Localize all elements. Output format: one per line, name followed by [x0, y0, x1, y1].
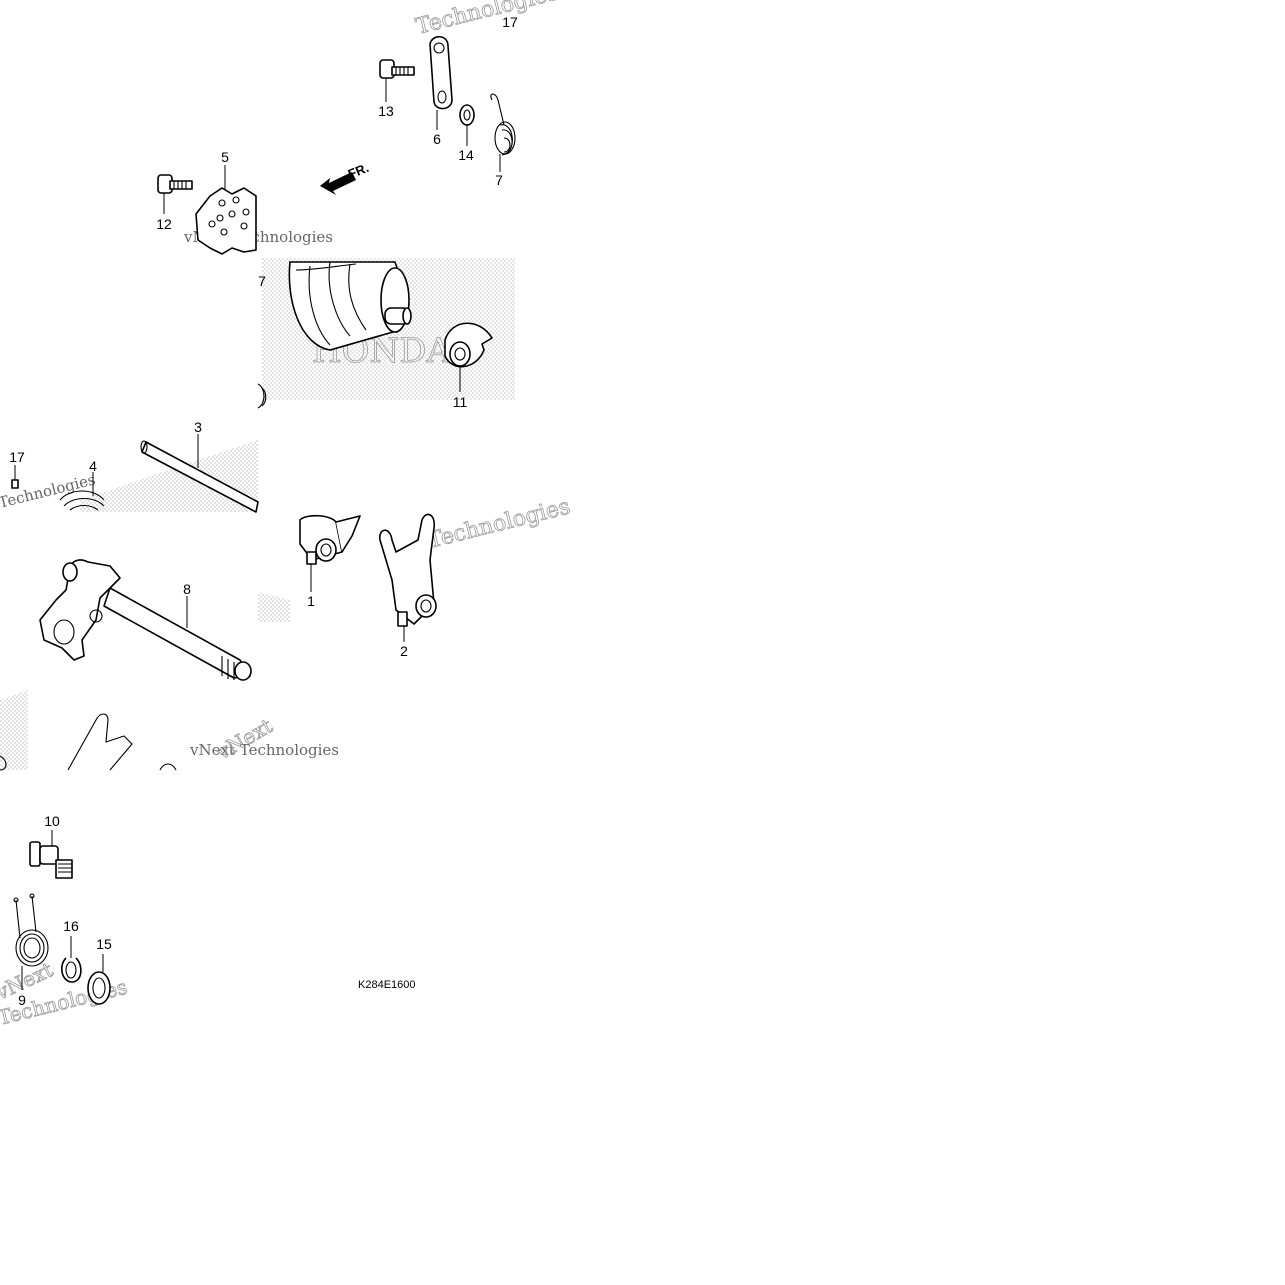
- part-11-plate: [444, 322, 493, 392]
- shift-drum: [288, 261, 412, 351]
- callout-6: 6: [433, 131, 441, 147]
- part-12-bolt: [157, 174, 193, 214]
- diagram-code: K284E1600: [358, 979, 416, 991]
- front-arrow-icon: [320, 172, 356, 195]
- callout-4: 4: [89, 458, 97, 474]
- callout-12: 12: [156, 216, 172, 232]
- part-16-circlip: [60, 936, 82, 983]
- svg-text:vNext Technologies: vNext Technologies: [189, 741, 339, 759]
- callout-17-top: 17: [502, 14, 518, 30]
- part-2-shift-fork: [379, 513, 437, 642]
- front-label: FR.: [346, 160, 371, 182]
- callout-7-top: 7: [495, 172, 503, 188]
- callout-7-mid: 7: [258, 273, 266, 289]
- callout-3: 3: [194, 419, 202, 435]
- callout-14: 14: [458, 147, 474, 163]
- svg-text:Technologies: Technologies: [425, 494, 572, 553]
- part-13-bolt: [379, 59, 415, 102]
- svg-text:Technologies: Technologies: [413, 0, 560, 40]
- callout-11: 11: [453, 394, 468, 410]
- callout-10: 10: [44, 813, 60, 829]
- part-14-washer: [459, 104, 475, 146]
- callout-15: 15: [96, 936, 112, 952]
- part-10-bolt: [29, 830, 73, 879]
- part-15-washer: [87, 954, 111, 1005]
- part-9-return-spring: [13, 893, 49, 990]
- part-7-spring-top: [490, 93, 516, 172]
- part-5-star-plate: [195, 165, 257, 255]
- part-4-spring: [59, 472, 105, 511]
- part-1-shift-fork: [299, 514, 361, 592]
- fork-fragment-lower: [0, 713, 177, 771]
- callout-1: 1: [307, 593, 315, 609]
- watermark-right-mid: Technologies: [425, 494, 573, 554]
- part-17-pin: [11, 465, 19, 489]
- callout-2: 2: [400, 643, 408, 659]
- callout-17: 17: [9, 449, 25, 465]
- callout-9: 9: [18, 992, 26, 1008]
- part-6-stopper-arm: [429, 35, 453, 130]
- watermark-lower: vNext Technologies: [189, 741, 339, 759]
- callout-5: 5: [221, 149, 229, 165]
- callout-16: 16: [63, 918, 79, 934]
- callout-8: 8: [183, 581, 191, 597]
- part-3-shaft: [140, 434, 259, 513]
- watermark-top: Technologies: [413, 0, 561, 40]
- part-8-gearshift-spindle: [39, 559, 252, 681]
- part-fragment-left: [257, 383, 267, 409]
- callout-13: 13: [378, 103, 394, 119]
